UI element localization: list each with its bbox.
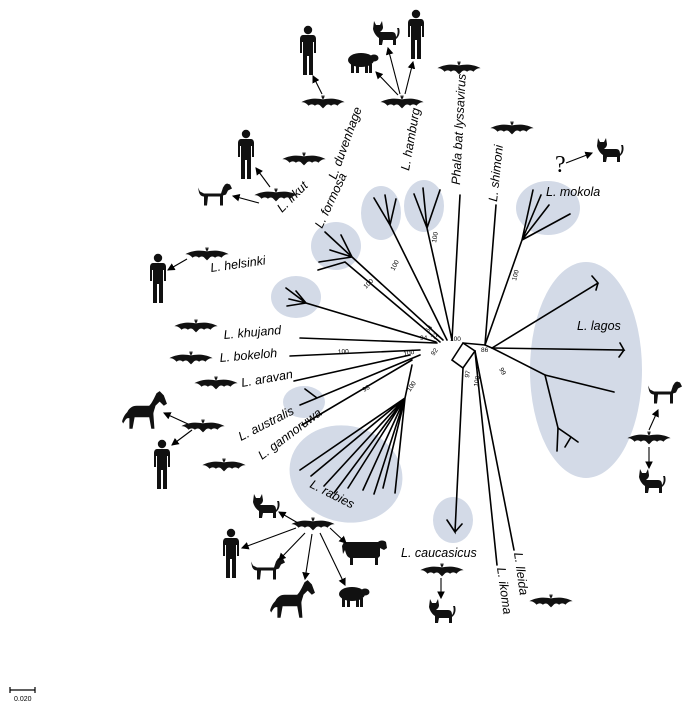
taxon-label-mokola: L. mokola: [546, 185, 600, 199]
bootstrap-value: 98: [362, 384, 372, 394]
taxon-label-shimoni: L. shimoni: [486, 143, 506, 202]
cow-icon: [342, 540, 387, 565]
bat-icon: [490, 120, 534, 135]
bootstrap-value: 92: [430, 347, 440, 357]
bootstrap-value: 100: [473, 375, 482, 387]
tree-branches: [285, 187, 626, 566]
bootstrap-value: 100: [403, 349, 415, 358]
human-icon: [408, 9, 424, 60]
taxon-label-duvenhage: L. duvenhage: [326, 105, 365, 181]
taxon-label-aravan: L. aravan: [240, 367, 294, 390]
bootstrap-value: 98: [397, 400, 406, 410]
dog-icon: [251, 557, 285, 580]
bootstrap-value: 64: [424, 324, 434, 334]
unknown-host-question-mark: ?: [555, 152, 566, 178]
host-icons: ?: [122, 9, 682, 623]
taxon-label-hamburg: L. hamburg: [398, 107, 423, 172]
bootstrap-value: 94: [420, 335, 428, 342]
horse-icon: [122, 391, 167, 429]
formosa-highlight: [311, 222, 361, 270]
rabies-highlight: [289, 425, 403, 523]
bat-icon: [282, 151, 326, 166]
human-icon: [154, 439, 170, 489]
bootstrap-value: 100: [511, 269, 521, 282]
bootstrap-value: 100: [338, 348, 350, 356]
bat-icon: [420, 562, 464, 577]
taxon-label-ikoma: L. ikoma: [494, 566, 514, 615]
horse-icon: [270, 580, 315, 618]
sheep-icon: [339, 587, 370, 607]
bat-icon: [291, 516, 335, 531]
cat-icon: [373, 21, 400, 45]
dog-icon: [648, 381, 682, 404]
cat-icon: [597, 138, 624, 162]
human-icon: [238, 129, 254, 179]
bat-icon: [529, 593, 573, 608]
bat-icon: [169, 350, 213, 365]
human-icon: [223, 528, 239, 578]
bat-icon: [301, 94, 345, 109]
caucasicus-highlight: [433, 497, 473, 543]
taxon-label-caucasicus: L. caucasicus: [401, 546, 477, 560]
transmission-arrows: [163, 46, 659, 600]
sheep-icon: [348, 53, 379, 73]
bootstrap-value: 100: [431, 231, 440, 243]
duvenhage-highlight: [361, 186, 401, 240]
lagos-highlight: [530, 262, 642, 478]
dog-icon: [198, 183, 232, 206]
bootstrap-value: 99: [497, 367, 507, 377]
helsinki-highlight: [271, 276, 321, 318]
human-icon: [300, 25, 316, 75]
bootstrap-value: 86: [481, 347, 489, 354]
human-icon: [150, 253, 166, 303]
cat-icon: [253, 494, 280, 518]
taxon-label-formosa: L. formosa: [312, 171, 350, 230]
taxon-label-khujand: L. khujand: [223, 323, 283, 342]
bat-icon: [380, 94, 424, 109]
bat-icon: [627, 430, 671, 445]
bootstrap-value: 100: [390, 259, 401, 272]
bootstrap-values: 100 100 100 100 64 72 94 100 92 100 100 …: [338, 231, 521, 410]
taxon-label-phala: Phala bat lyssavirus: [449, 73, 469, 185]
bootstrap-value: 100: [362, 278, 375, 291]
bootstrap-value: 100: [450, 336, 461, 343]
taxon-label-helsinki: L. helsinki: [209, 253, 267, 275]
bat-icon: [181, 418, 225, 433]
australis-highlight: [283, 386, 325, 418]
taxon-label-bokeloh: L. bokeloh: [219, 346, 278, 365]
bat-icon: [437, 60, 481, 75]
bat-icon: [174, 318, 218, 333]
bat-icon: [194, 375, 238, 390]
scale-bar-label: 0.020: [14, 696, 32, 703]
bootstrap-value: 72: [430, 331, 440, 341]
cat-icon: [429, 599, 456, 623]
scale-bar: 0.020: [9, 687, 36, 703]
bootstrap-value: 97: [464, 370, 472, 379]
bat-icon: [202, 457, 246, 472]
cat-icon: [639, 469, 666, 493]
taxon-label-lagos: L. lagos: [577, 319, 621, 333]
taxon-label-lleida: L. lleida: [511, 551, 531, 596]
